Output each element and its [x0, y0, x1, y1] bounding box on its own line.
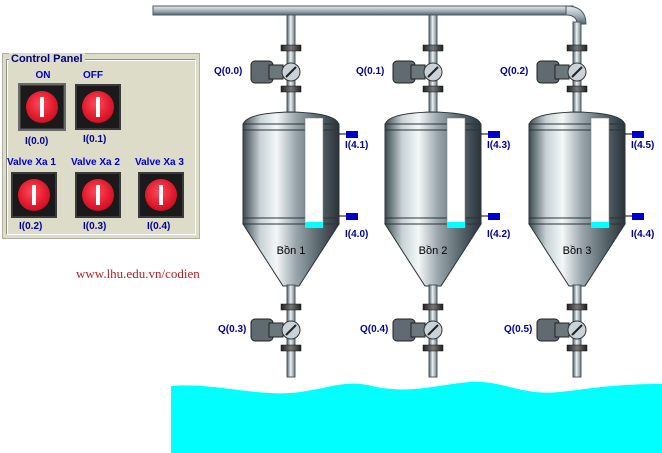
tank-2-inlet-valve-address: Q(0.1) [356, 66, 385, 77]
tank-2-outlet-valve-address: Q(0.4) [360, 324, 389, 335]
tank-2-shell [384, 123, 482, 225]
on-button-address: I(0.0) [25, 136, 49, 147]
tank-2-inlet-valve-indicator [427, 66, 439, 78]
tank-1-high-sensor-icon [346, 131, 358, 138]
tank-3-low-sensor-address: I(4.4) [631, 229, 655, 240]
water-basin [171, 381, 662, 453]
tank-3-inlet-valve-neck [554, 64, 570, 80]
tank-2-low-sensor-address: I(4.2) [487, 229, 511, 240]
tank-2-water-level [447, 222, 465, 228]
control-panel-frame [6, 59, 196, 235]
tank-3-name: Bồn 3 [562, 245, 592, 257]
header-pipe-elbow [565, 5, 587, 25]
valve-xa-2-knob [82, 179, 114, 211]
tank-1-low-sensor-icon [346, 213, 358, 220]
off-label: OFF [83, 70, 103, 81]
on-button[interactable] [18, 83, 66, 131]
tank-1-shell [242, 123, 340, 225]
on-button-knob [26, 91, 58, 123]
tank-3-inlet-flange-bottom [566, 85, 588, 93]
off-button-knob [82, 91, 114, 123]
tank-3-outlet-valve-address: Q(0.5) [504, 324, 533, 335]
tank-2-outlet-valve-neck [410, 322, 426, 338]
website-link[interactable]: www.lhu.edu.vn/codien [76, 266, 200, 281]
tank-1-inlet-flange-top [280, 44, 302, 52]
tank-1-high-sensor-address: I(4.1) [345, 140, 369, 151]
tank-3-high-sensor-icon [632, 131, 644, 138]
valve-xa-2-address: I(0.3) [83, 221, 107, 232]
tank-3-inlet-flange-top [566, 44, 588, 52]
tank-2-high-sensor-address: I(4.3) [487, 140, 511, 151]
valve-xa-3-knob [145, 179, 177, 211]
tank-2-low-sensor-icon [488, 213, 500, 220]
tank-3-outlet-flange-top [566, 303, 588, 311]
tank-3-inlet-valve-address: Q(0.2) [500, 66, 529, 77]
header-pipe [152, 5, 574, 16]
tank-1-sight-glass [304, 117, 324, 229]
valve-xa-3-label: Valve Xa 3 [135, 157, 184, 168]
tank-1-inlet-valve-neck [268, 64, 284, 80]
valve-xa-2-button[interactable] [75, 172, 121, 218]
tank-2-outlet-flange-bottom [422, 344, 444, 352]
tank-2-inlet-flange-bottom [422, 85, 444, 93]
tank-2-outlet-valve-indicator [427, 324, 439, 336]
off-button[interactable] [75, 84, 121, 130]
off-button-address: I(0.1) [83, 134, 107, 145]
tank-3-outlet-valve-neck [554, 322, 570, 338]
tank-2-name: Bồn 2 [418, 245, 448, 257]
tank-1-inlet-valve-indicator [285, 66, 297, 78]
tank-1-name: Bồn 1 [276, 245, 306, 257]
control-panel-title: Control Panel [9, 53, 85, 65]
tank-1-outlet-flange-bottom [280, 344, 302, 352]
tank-3-outlet-valve-indicator [571, 324, 583, 336]
tank-1-inlet-flange-bottom [280, 85, 302, 93]
tank-2-inlet-valve-neck [410, 64, 426, 80]
tank-3-shell [528, 123, 626, 225]
tank-1-outlet-valve-indicator [285, 324, 297, 336]
tank-3-outlet-flange-bottom [566, 344, 588, 352]
tank-1-low-sensor-address: I(4.0) [345, 229, 369, 240]
valve-xa-3-address: I(0.4) [147, 221, 171, 232]
tank-2-inlet-flange-top [422, 44, 444, 52]
tank-3-low-sensor-icon [632, 213, 644, 220]
tank-1-outlet-valve-address: Q(0.3) [218, 324, 247, 335]
valve-xa-2-label: Valve Xa 2 [71, 157, 120, 168]
tank-1-inlet-valve-address: Q(0.0) [214, 66, 243, 77]
on-label: ON [35, 70, 51, 81]
tank-1-water-level [305, 222, 323, 228]
tank-2-outlet-flange-top [422, 303, 444, 311]
tank-3-high-sensor-address: I(4.5) [631, 140, 655, 151]
tank-1-outlet-flange-top [280, 303, 302, 311]
tank-2-high-sensor-icon [488, 131, 500, 138]
tank-1-outlet-valve-neck [268, 322, 284, 338]
tank-3-water-level [591, 222, 609, 228]
valve-xa-1-address: I(0.2) [19, 221, 43, 232]
valve-xa-3-button[interactable] [138, 172, 184, 218]
tank-3-sight-glass [590, 117, 610, 229]
tank-3-inlet-valve-indicator [571, 66, 583, 78]
valve-xa-1-knob [18, 179, 50, 211]
valve-xa-1-button[interactable] [11, 172, 57, 218]
control-panel: Control Panel ON OFF I(0.0) I(0.1) Valve… [2, 53, 200, 239]
tank-2-sight-glass [446, 117, 466, 229]
valve-xa-1-label: Valve Xa 1 [7, 157, 56, 168]
